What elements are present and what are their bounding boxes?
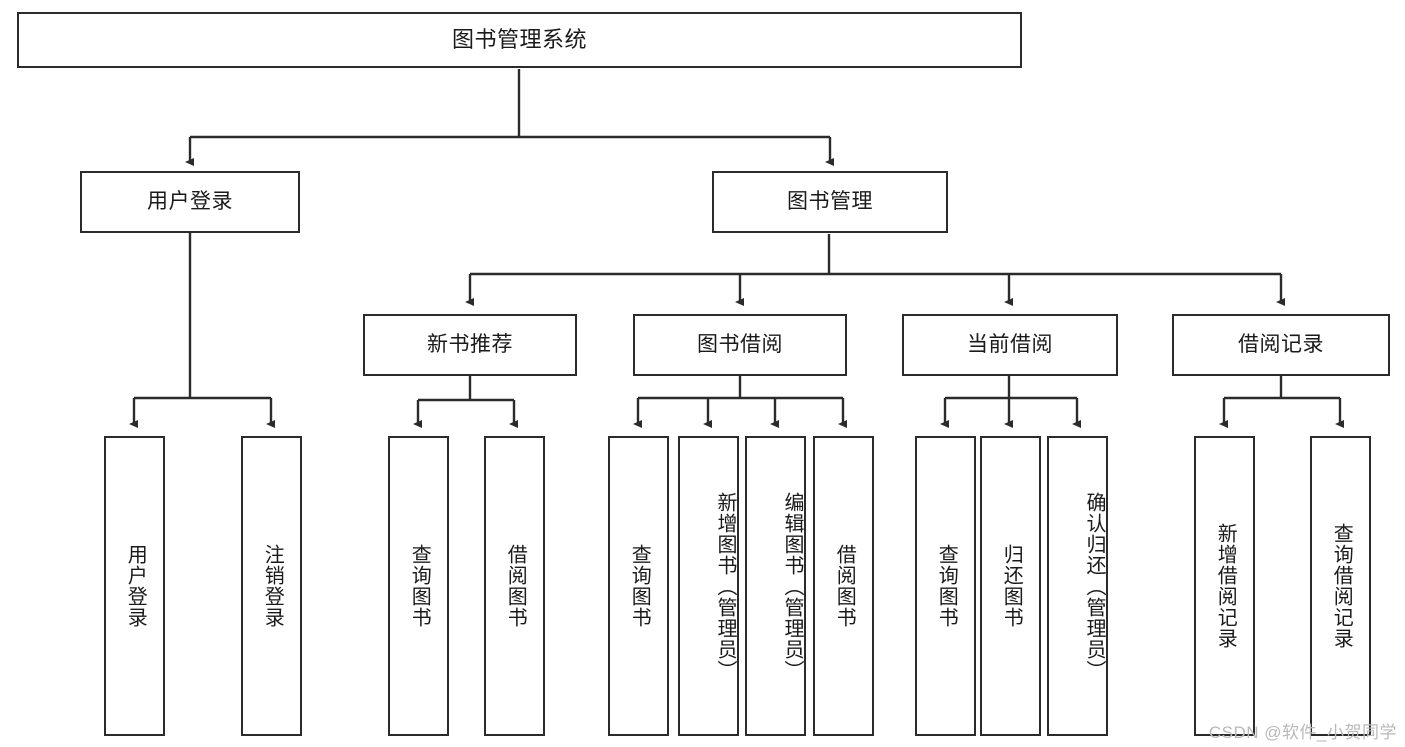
leaf-label: 归还图书 [1000, 544, 1023, 628]
leaf-borrow-add-book-admin[interactable]: 新增图书（管理员） [678, 436, 739, 736]
node-user-login[interactable]: 用户登录 [80, 171, 300, 233]
leaf-user-login-logout[interactable]: 注销登录 [241, 436, 302, 736]
leaf-label: 借阅图书 [504, 544, 527, 628]
leaf-label: 编辑图书（管理员） [781, 491, 803, 681]
leaf-label: 查询图书 [935, 544, 958, 628]
node-root-system[interactable]: 图书管理系统 [17, 12, 1022, 68]
leaf-record-query-record[interactable]: 查询借阅记录 [1310, 436, 1371, 736]
leaf-label: 借阅图书 [833, 544, 856, 628]
leaf-borrow-edit-book-admin[interactable]: 编辑图书（管理员） [745, 436, 806, 736]
leaf-record-add-record[interactable]: 新增借阅记录 [1194, 436, 1255, 736]
leaf-borrow-query-book[interactable]: 查询图书 [608, 436, 669, 736]
node-current-borrow[interactable]: 当前借阅 [902, 314, 1118, 376]
csdn-watermark: CSDN @软件_小贺同学 [1208, 723, 1397, 742]
leaf-label: 注销登录 [261, 544, 284, 628]
leaf-new-book-borrow[interactable]: 借阅图书 [484, 436, 545, 736]
leaf-label: 查询借阅记录 [1330, 523, 1353, 649]
leaf-new-book-query[interactable]: 查询图书 [388, 436, 449, 736]
leaf-label: 新增图书（管理员） [714, 491, 736, 681]
leaf-label: 新增借阅记录 [1214, 523, 1237, 649]
leaf-current-return-book[interactable]: 归还图书 [980, 436, 1041, 736]
node-borrow-record[interactable]: 借阅记录 [1172, 314, 1390, 376]
leaf-borrow-borrow-book[interactable]: 借阅图书 [813, 436, 874, 736]
leaf-label: 查询图书 [408, 544, 431, 628]
leaf-current-query-book[interactable]: 查询图书 [915, 436, 976, 736]
node-new-book-recommend[interactable]: 新书推荐 [363, 314, 577, 376]
leaf-label: 用户登录 [124, 544, 147, 628]
leaf-current-confirm-return-admin[interactable]: 确认归还（管理员） [1047, 436, 1108, 736]
leaf-label: 确认归还（管理员） [1083, 491, 1105, 681]
node-book-borrow[interactable]: 图书借阅 [633, 314, 847, 376]
leaf-label: 查询图书 [628, 544, 651, 628]
leaf-user-login-login[interactable]: 用户登录 [104, 436, 165, 736]
node-book-management[interactable]: 图书管理 [712, 171, 948, 233]
